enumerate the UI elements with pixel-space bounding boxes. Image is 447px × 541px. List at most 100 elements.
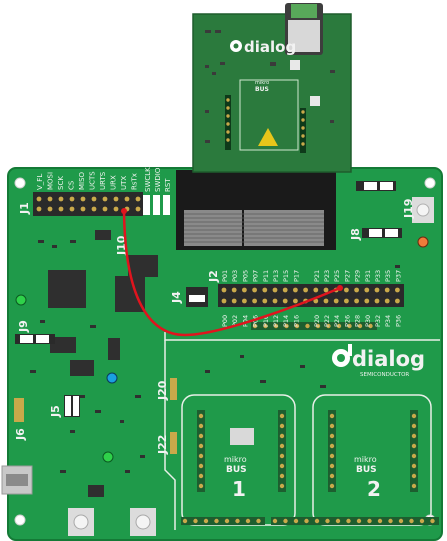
header-pin [412,434,416,438]
swd-jumper [163,195,170,215]
connector-pins [244,210,324,246]
header-pin [283,288,288,293]
header-pin [303,288,308,293]
j19-jumper-cap [380,182,393,190]
swd-pin-label: RST [164,178,172,192]
j2-pin-label: P21 [313,270,321,282]
header-pin [246,519,250,523]
header-pin [375,288,380,293]
j2-pin-label: P14 [282,315,290,327]
daughter-button [310,96,320,106]
label-j9: J9 [17,320,30,333]
j9-jumper-cap [20,335,33,343]
j1-pin-label: MISO [78,171,86,190]
daughter-brand [230,40,242,52]
header-pin [183,519,187,523]
header-pin [336,519,340,523]
j4-jumper-cap [189,295,205,302]
label-j22: J22 [156,435,169,455]
daughter-button [290,60,300,70]
header-pin [412,464,416,468]
header-pin [375,299,380,304]
ic-chip [70,360,94,376]
swd-jumper [143,195,150,215]
led-green-indicator [16,295,26,305]
header-pin [395,299,400,304]
j1-pin-label: UCTS [89,171,97,190]
mount-hole [15,178,25,188]
header-pin [330,434,334,438]
header-pin [273,288,278,293]
ic-chip [108,338,120,360]
header-pin [256,519,260,523]
header-pin [199,464,203,468]
j2-pin-label: P34 [384,315,392,327]
header-pin [48,207,53,212]
j2-pin-label: P25 [333,270,341,282]
header-pin [330,474,334,478]
header-pin [125,197,130,202]
j2-pin-label: P11 [262,270,270,282]
header-pin [385,288,390,293]
header-pin [412,444,416,448]
j20-header [170,378,177,400]
wire-end [121,208,127,214]
header-pin [222,288,227,293]
j2-pin-label: P05 [241,270,249,282]
mount-hole [15,515,25,525]
header-pin [280,414,284,418]
j19-jumper-cap [364,182,377,190]
header-pin [330,484,334,488]
header-pin [193,519,197,523]
header-pin [293,288,298,293]
header-pin [395,288,400,293]
j6-header [14,398,24,422]
header-pin [364,299,369,304]
header-pin [280,444,284,448]
j1-pin-label: V_FL [36,174,44,190]
header-pin [262,288,267,293]
j2-pin-label: P23 [323,270,331,282]
led-orange-indicator [418,237,428,247]
header-pin [199,414,203,418]
mikrobus-1-right-header [278,410,286,492]
header-pin [330,464,334,468]
header-pin [235,519,239,523]
mikrobus-2-bus: BUS [356,465,377,475]
j2-pin-label: P26 [343,315,351,327]
ic-chip [48,270,86,308]
header-pin [232,288,237,293]
header-pin [388,519,392,523]
header-pin [70,207,75,212]
swd-jumper [153,195,160,215]
ble-module-antenna [291,4,317,18]
header-pin [344,299,349,304]
j1-pin-label: MOSI [47,172,55,190]
header-pin [357,519,361,523]
label-j2: J2 [207,270,220,283]
header-pin [81,197,86,202]
header-pin [222,299,227,304]
j2-pin-label: P22 [323,315,331,327]
header-pin [136,197,141,202]
header-pin [232,299,237,304]
header-pin [199,474,203,478]
j8-jumper-cap [385,229,398,237]
header-pin [214,519,218,523]
j2-pin-label: P15 [282,270,290,282]
header-pin [280,464,284,468]
j2-pin-label: P12 [272,315,280,327]
header-pin [430,519,434,523]
header-pin [199,444,203,448]
header-pin [280,474,284,478]
header-pin [59,197,64,202]
header-pin [242,299,247,304]
j1-pin-label: URX [110,175,118,190]
j2-pin-label: P28 [354,315,362,327]
header-pin [420,519,424,523]
led-green-indicator [103,452,113,462]
ic-chip [95,230,111,240]
header-pin [199,454,203,458]
header-pin [199,434,203,438]
